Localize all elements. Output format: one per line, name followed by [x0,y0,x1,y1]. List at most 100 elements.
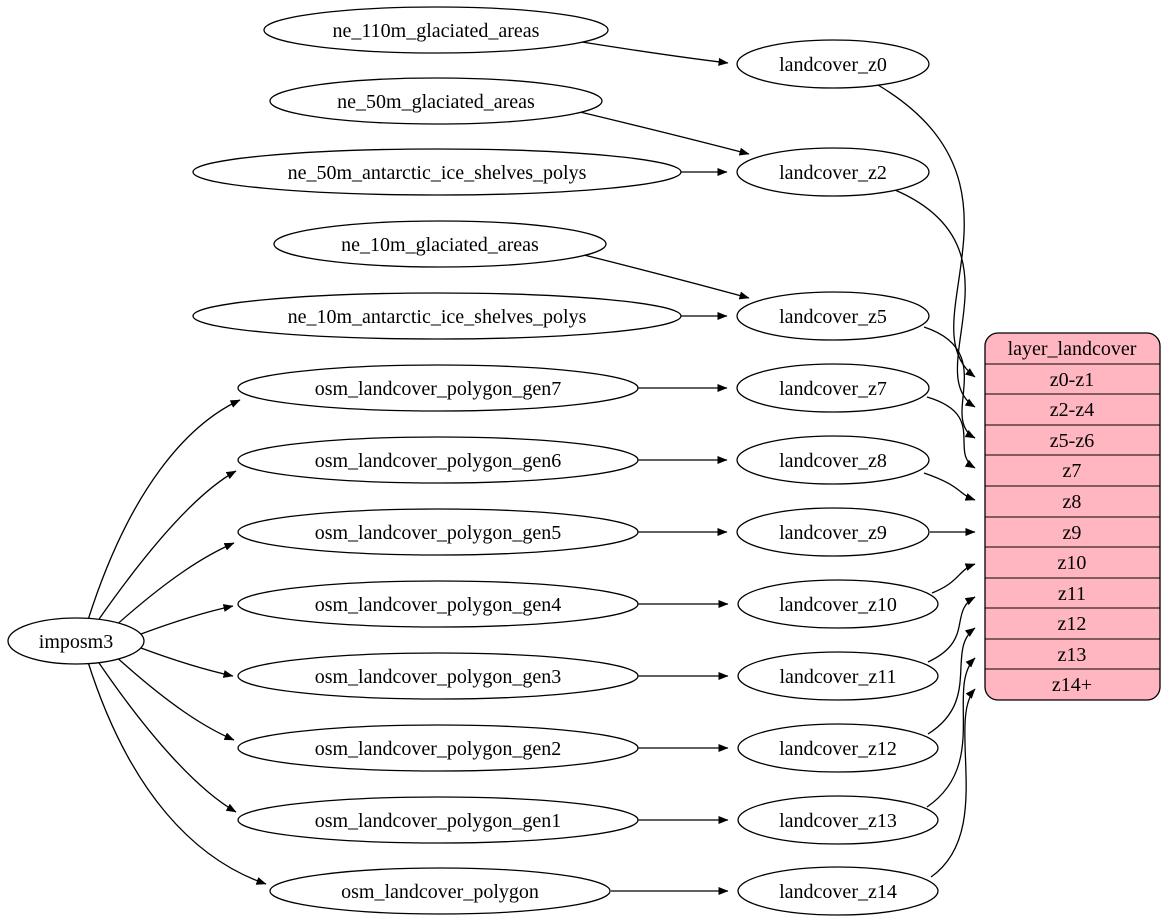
node-label: osm_landcover_polygon_gen4 [315,594,562,616]
node-label: landcover_z11 [780,666,897,688]
node-landcover-z8: landcover_z8 [736,435,930,485]
record-row-z14plus: z14+ [1052,674,1092,696]
node-landcover-z7: landcover_z7 [736,363,930,413]
record-row-z12: z12 [1058,613,1087,635]
edge-landcover-z7-to-row-z7 [926,396,976,469]
node-ellipse [736,147,930,197]
node-ellipse [269,867,611,915]
edge-imposm3-to-osm-landcover-polygon [87,661,267,885]
edge-imposm3-to-osm-landcover-polygon-gen6 [96,470,237,623]
record-row-separators [985,363,1160,670]
node-ne-110m-glaciated-areas: ne_110m_glaciated_areas [263,6,609,54]
edge-imposm3-to-osm-landcover-polygon-gen7 [87,399,241,621]
edge-landcover-z12-to-row-z12 [927,627,976,735]
edge-ne-50m-glaciated-areas-to-landcover-z2 [579,111,750,156]
node-landcover-z2: landcover_z2 [736,147,930,197]
node-ne-10m-antarctic-ice-shelves-polys: ne_10m_antarctic_ice_shelves_polys [192,292,682,340]
node-osm-landcover-polygon-gen1: osm_landcover_polygon_gen1 [237,796,639,844]
edge-imposm3-to-osm-landcover-polygon-gen4 [140,604,234,635]
node-ellipse [737,866,939,916]
record-row-z8: z8 [1063,491,1082,513]
node-ellipse [263,6,609,54]
edge-landcover-z8-to-row-z8 [923,472,976,501]
node-label: ne_10m_glaciated_areas [341,234,539,256]
node-ellipse [237,652,639,700]
node-ellipse [237,436,639,484]
node-ellipse [192,148,682,196]
node-imposm3: imposm3 [7,617,145,665]
edge-landcover-z11-to-row-z11 [927,596,976,663]
node-landcover-z10: landcover_z10 [737,579,939,629]
node-ellipse [7,617,145,665]
record-row-z10: z10 [1058,552,1087,574]
node-landcover-z9: landcover_z9 [736,507,930,557]
edge-imposm3-to-osm-landcover-polygon-gen2 [112,653,235,741]
node-label: osm_landcover_polygon_gen5 [315,522,562,544]
record-row-z2-z4: z2-z4 [1050,399,1094,421]
node-ellipse [736,363,930,413]
node-label: landcover_z10 [779,594,897,616]
node-ellipse [237,796,639,844]
edge-landcover-z2-to-row-z2-z4 [894,189,976,408]
nodes-layer: ne_110m_glaciated_areas ne_50m_glaciated… [7,6,939,916]
node-label: osm_landcover_polygon_gen3 [315,666,562,688]
node-landcover-z0: landcover_z0 [736,39,930,89]
node-osm-landcover-polygon-gen6: osm_landcover_polygon_gen6 [237,436,639,484]
node-ellipse [192,292,682,340]
record-row-z13: z13 [1058,644,1087,666]
node-ellipse [736,291,930,341]
edge-landcover-z13-to-row-z13 [926,657,976,808]
node-osm-landcover-polygon-gen5: osm_landcover_polygon_gen5 [237,508,639,556]
node-label: landcover_z9 [779,522,887,544]
node-label: osm_landcover_polygon [341,881,539,903]
record-title: layer_landcover [1008,338,1137,360]
node-ellipse [273,220,607,268]
node-label: ne_50m_antarctic_ice_shelves_polys [288,162,587,184]
node-ellipse [237,364,639,412]
node-label: landcover_z13 [779,810,897,832]
node-landcover-z14: landcover_z14 [737,866,939,916]
node-osm-landcover-polygon-gen3: osm_landcover_polygon_gen3 [237,652,639,700]
node-landcover-z13: landcover_z13 [737,795,939,845]
node-osm-landcover-polygon-gen7: osm_landcover_polygon_gen7 [237,364,639,412]
record-row-z0-z1: z0-z1 [1050,369,1094,391]
node-ne-50m-antarctic-ice-shelves-polys: ne_50m_antarctic_ice_shelves_polys [192,148,682,196]
edge-ne-110m-glaciated-areas-to-landcover-z0 [581,41,729,66]
node-label: landcover_z12 [779,738,897,760]
node-ellipse [737,579,939,629]
record-row-z5-z6: z5-z6 [1050,430,1094,452]
node-osm-landcover-polygon-gen4: osm_landcover_polygon_gen4 [237,580,639,628]
node-label: landcover_z8 [779,450,887,472]
node-landcover-z12: landcover_z12 [737,723,939,773]
edge-landcover-z10-to-row-z10 [931,563,976,594]
edge-ne-10m-glaciated-areas-to-landcover-z5 [583,254,750,300]
record-row-z9: z9 [1063,522,1082,544]
node-osm-landcover-polygon: osm_landcover_polygon [269,867,611,915]
edges-layer [87,41,976,895]
node-label: osm_landcover_polygon_gen6 [315,450,562,472]
node-label: osm_landcover_polygon_gen2 [315,738,562,760]
node-label: landcover_z0 [779,54,887,76]
node-label: osm_landcover_polygon_gen1 [315,810,562,832]
node-label: ne_10m_antarctic_ice_shelves_polys [288,306,587,328]
node-ellipse [737,723,939,773]
record-row-z7: z7 [1063,460,1082,482]
edge-imposm3-to-osm-landcover-polygon-gen3 [140,647,234,678]
node-ellipse [237,580,639,628]
node-ellipse [237,724,639,772]
node-ellipse [736,507,930,557]
node-label: landcover_z5 [779,306,887,328]
node-ellipse [736,435,930,485]
node-ne-10m-glaciated-areas: ne_10m_glaciated_areas [273,220,607,268]
node-ellipse [737,795,939,845]
node-label: imposm3 [39,631,113,653]
node-label: ne_110m_glaciated_areas [333,20,540,42]
node-ellipse [736,39,930,89]
node-label: landcover_z14 [779,881,897,903]
node-label: osm_landcover_polygon_gen7 [315,378,562,400]
edge-imposm3-to-osm-landcover-polygon-gen1 [96,659,237,813]
edge-imposm3-to-osm-landcover-polygon-gen5 [112,542,235,629]
edge-landcover-z5-to-row-z5-z6 [923,326,976,439]
record-row-z11: z11 [1058,583,1086,605]
